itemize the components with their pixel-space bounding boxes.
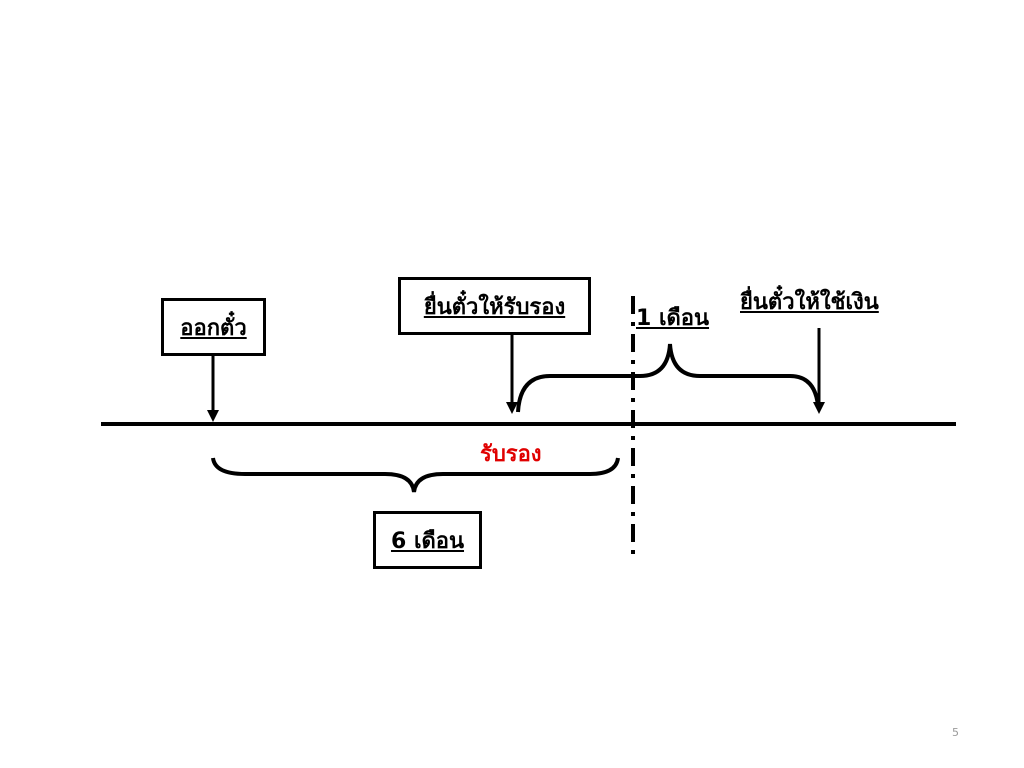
accept-label: รับรอง (480, 442, 542, 467)
six-months-label-box: 6 เดือน (373, 511, 482, 569)
present-for-acceptance-label: ยื่นตั๋วให้รับรอง (423, 294, 566, 320)
issue-arrowhead (207, 410, 219, 422)
page-number: 5 (952, 726, 959, 739)
six-months-brace (211, 457, 620, 493)
acceptance-arrowhead (506, 402, 518, 414)
acceptance-label-box: ยื่นตั๋วให้รับรอง (398, 277, 591, 335)
present-for-payment-label: ยื่นตั๋วให้ใช้เงิน (740, 290, 879, 315)
one-month-brace (516, 343, 820, 413)
issue-label: ออกตั๋ว (180, 315, 247, 341)
one-month-label: 1 เดือน (636, 306, 710, 331)
six-months-label: 6 เดือน (390, 528, 465, 554)
issue-label-box: ออกตั๋ว (161, 298, 266, 356)
